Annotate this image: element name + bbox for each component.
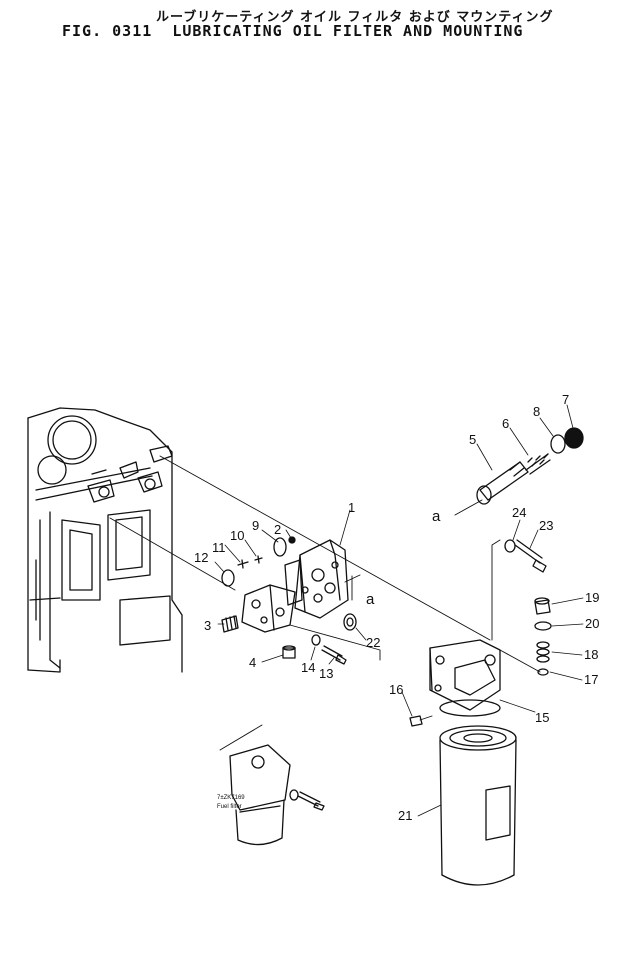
callout-12: 12: [194, 550, 208, 565]
callout-1: 1: [348, 500, 355, 515]
callout-18: 18: [584, 647, 598, 662]
plug-16: [409, 715, 433, 727]
o-ring-22: [343, 613, 357, 631]
pin-10: [254, 555, 263, 564]
callout-10: 10: [230, 528, 244, 543]
valve-5: [476, 461, 529, 505]
washer-24: [504, 539, 516, 553]
callout-23: 23: [539, 518, 553, 533]
bolt-13: [321, 645, 347, 665]
callout-20: 20: [585, 616, 599, 631]
adapter-plate: [241, 584, 296, 633]
fuel-filter-part-no: 7±ZK7169: [217, 795, 245, 801]
ref-a-valve: a: [432, 508, 441, 525]
o-ring-9: [273, 537, 287, 557]
callout-24: 24: [512, 505, 526, 520]
callout-15: 15: [535, 710, 549, 725]
callout-11: 11: [212, 540, 226, 555]
plug-7: [564, 427, 584, 449]
bolt-23: [514, 539, 547, 573]
fuel-filter: [229, 744, 291, 846]
callout-22: 22: [366, 635, 380, 650]
o-ring-12: [221, 569, 235, 587]
spring-18: [536, 641, 550, 663]
gasket-20: [534, 621, 552, 631]
callout-4: 4: [249, 655, 256, 670]
filter-cartridge: [439, 725, 517, 886]
callout-14: 14: [301, 660, 315, 675]
spring-6: [525, 453, 551, 475]
ref-a-adapter: a: [366, 591, 375, 608]
callout-13: 13: [319, 666, 333, 681]
callout-21: 21: [398, 808, 412, 823]
plug-19: [534, 597, 551, 615]
filter-head-adapter: [284, 539, 349, 619]
figure-title-text: LUBRICATING OIL FILTER AND MOUNTING: [172, 22, 524, 40]
callout-8: 8: [533, 404, 540, 419]
o-ring-8: [550, 434, 566, 454]
connector-3: [221, 615, 239, 633]
fuel-washer: [289, 789, 299, 801]
plug-4: [282, 645, 296, 659]
figure-number: FIG. 0311: [62, 22, 153, 40]
callout-6: 6: [502, 416, 509, 431]
title-japanese: ルーブリケーティング オイル フィルタ および マウンティング: [156, 10, 554, 25]
fuel-bolt: [297, 791, 325, 811]
callout-9: 9: [252, 518, 259, 533]
filter-bracket: [429, 639, 501, 717]
callout-3: 3: [204, 618, 211, 633]
callout-5: 5: [469, 432, 476, 447]
ball-17: [537, 668, 549, 676]
plug-2: [288, 536, 296, 544]
callout-17: 17: [584, 672, 598, 687]
callout-2: 2: [274, 522, 281, 537]
engine-block: [27, 407, 183, 673]
callout-7: 7: [562, 392, 569, 407]
figure-title: FIG. 0311 LUBRICATING OIL FILTER AND MOU…: [62, 22, 523, 40]
callout-16: 16: [389, 682, 403, 697]
callout-19: 19: [585, 590, 599, 605]
washer-14: [311, 634, 321, 646]
pin-11: [237, 559, 249, 569]
fuel-filter-label: Fuel filter: [217, 804, 242, 810]
